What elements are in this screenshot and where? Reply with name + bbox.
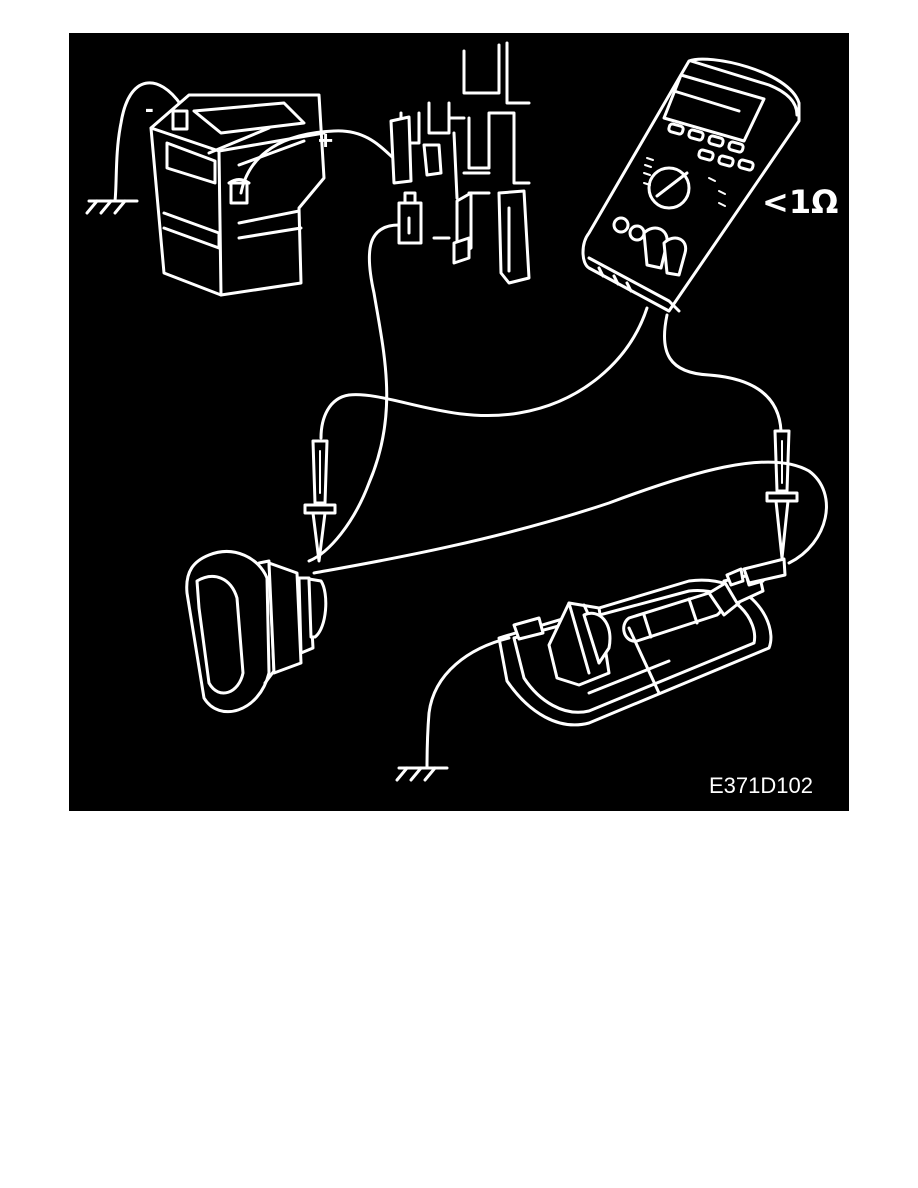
door-switch [185,550,328,714]
resistance-reading-label: <1Ω [762,183,839,221]
fuse-box [389,41,531,285]
battery [149,93,326,297]
diagram-panel: - + <1Ω E371D102 [69,33,849,811]
multimeter-lead-left [319,306,649,440]
test-probe-right [765,429,799,560]
battery-ground-wire [113,81,183,203]
battery-positive-cable [239,129,401,195]
ground-symbol-bottom [395,766,449,782]
fuse-feed-wire [307,223,401,563]
lamp-ground-wire [425,636,511,770]
ground-symbol-top-left [85,199,139,215]
battery-positive-label: + [318,125,334,155]
multimeter-lead-right [662,313,783,433]
multimeter [581,57,801,313]
switch-to-lamp-wire [312,460,828,575]
figure-id-label: E371D102 [709,773,813,798]
test-probe-left [303,439,337,563]
interior-lamp [497,557,787,727]
battery-negative-label: - [145,93,154,123]
